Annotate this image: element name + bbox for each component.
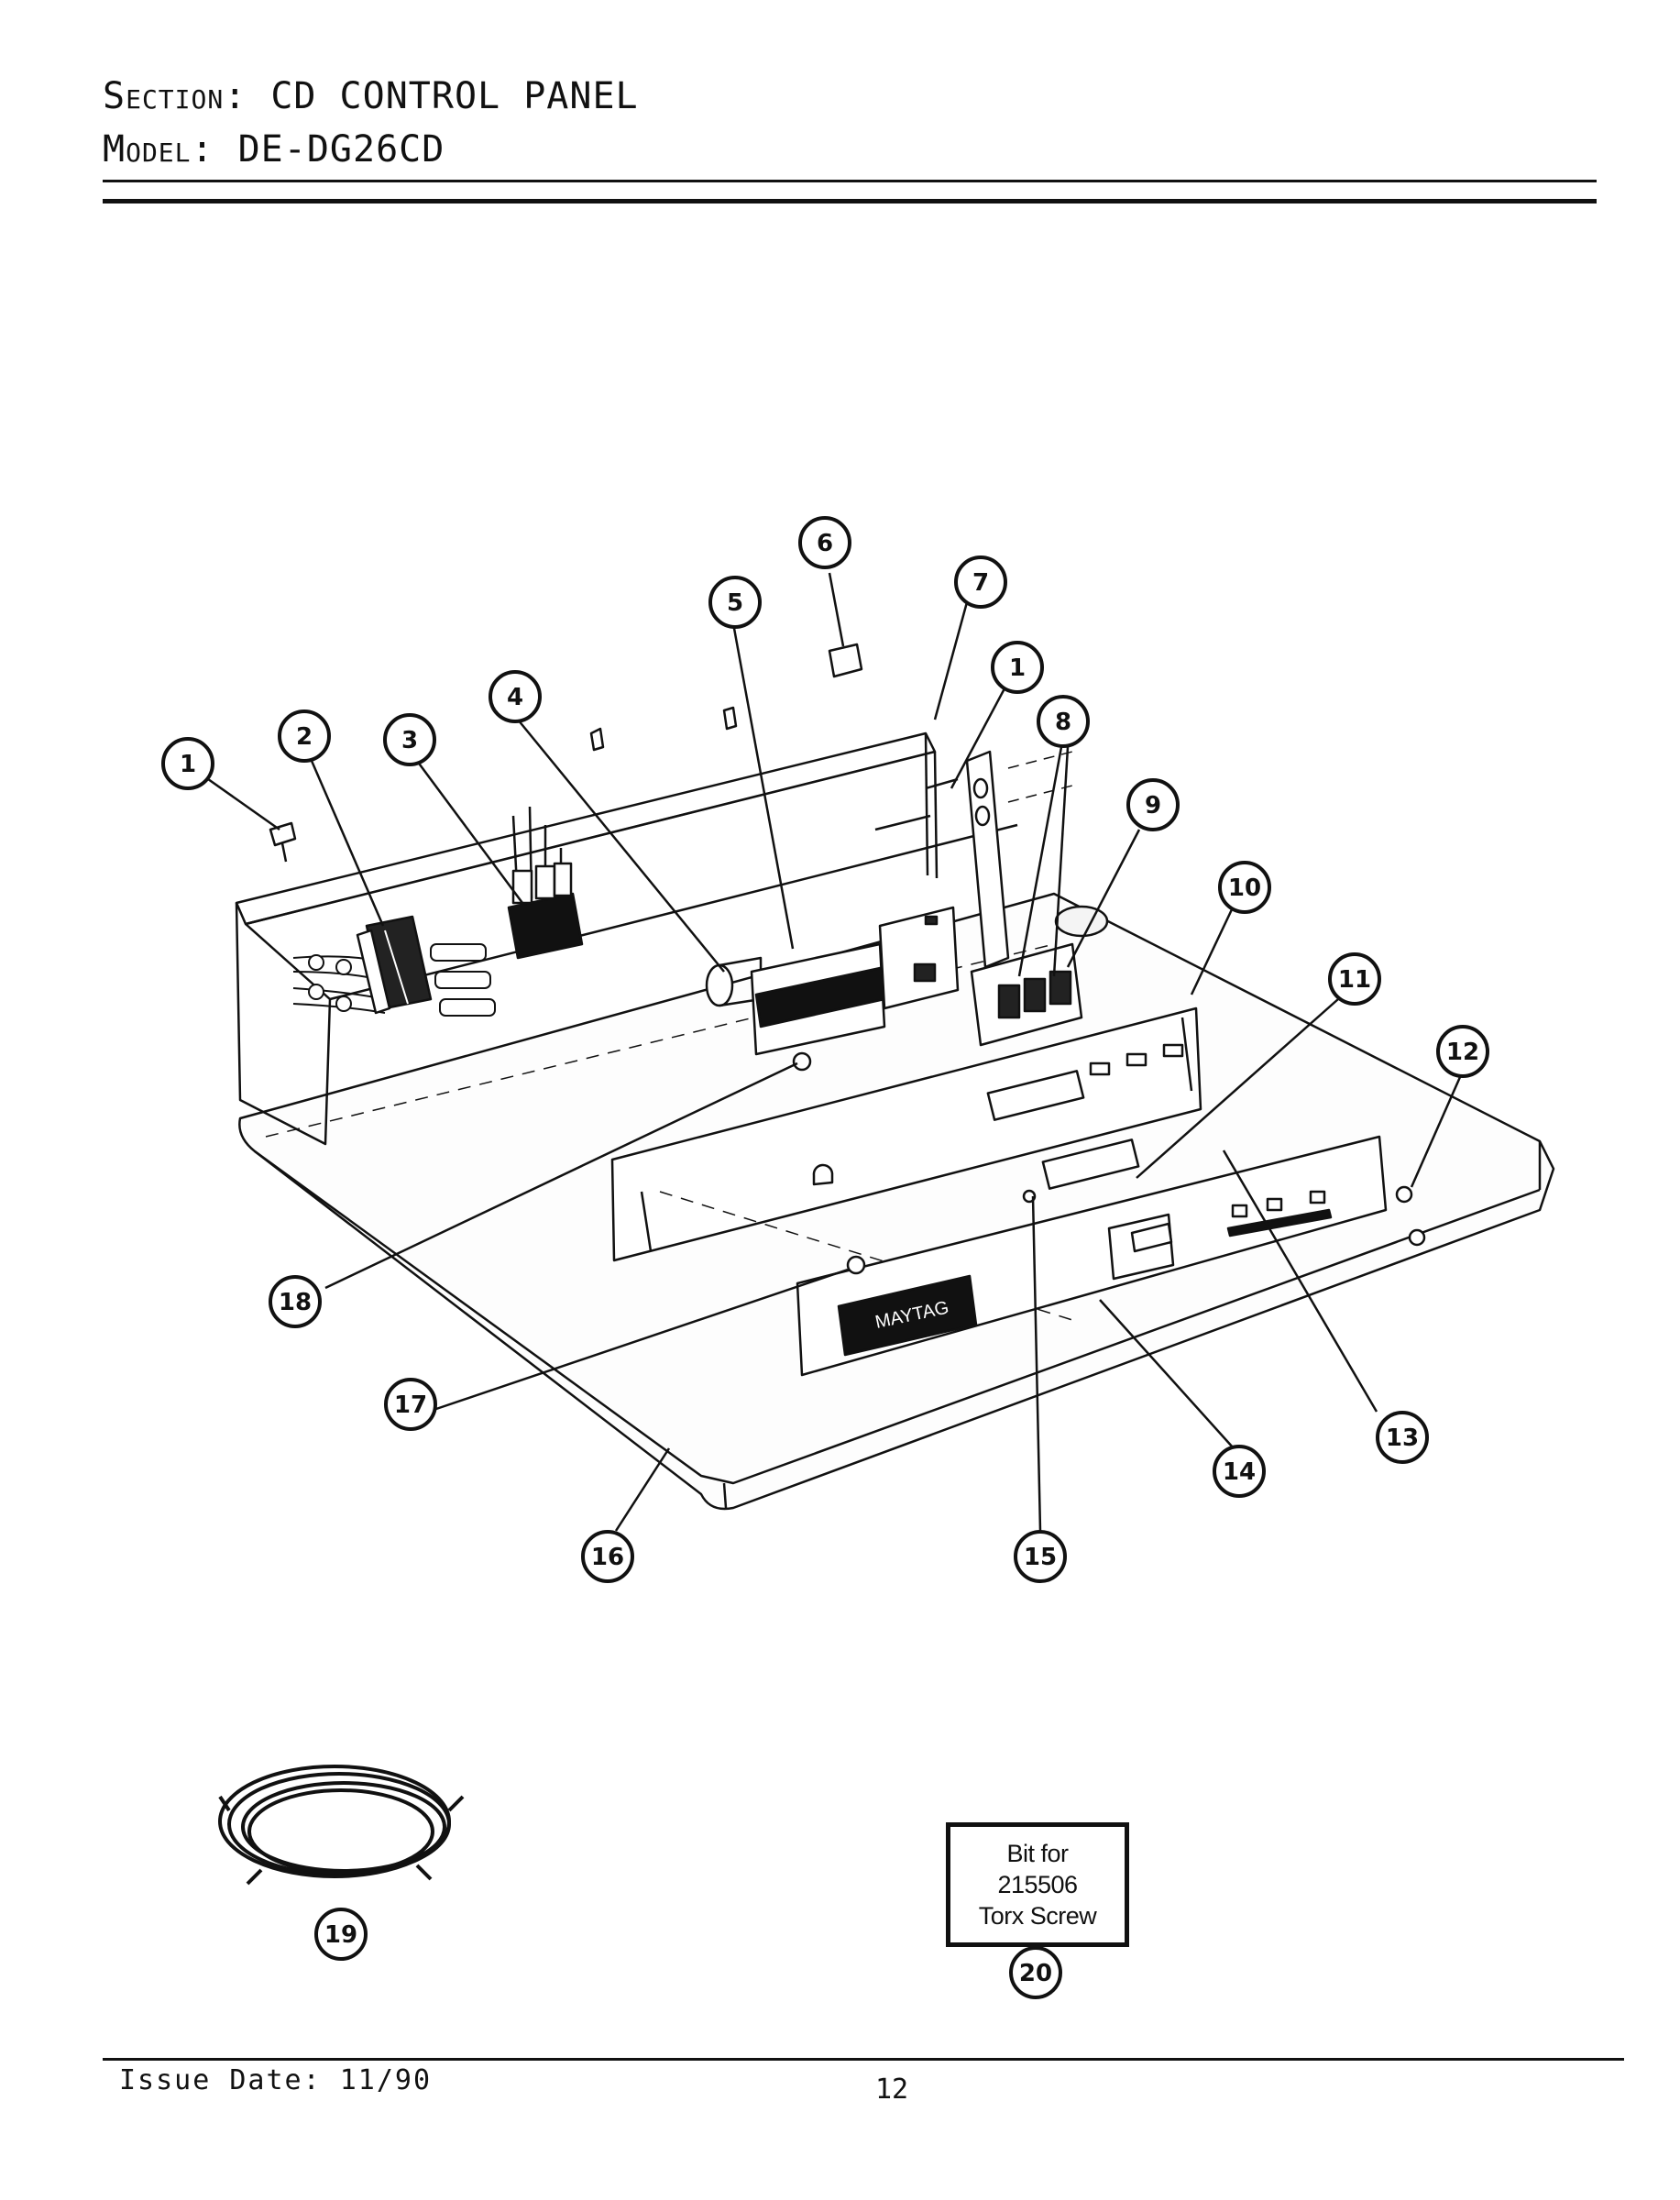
callout-4: 4 (489, 670, 542, 723)
svg-text:2: 2 (296, 723, 313, 751)
svg-text:14: 14 (1223, 1458, 1256, 1486)
issue-date: Issue Date: 11/90 (119, 2064, 433, 2096)
callout-1-right: 1 (991, 641, 1044, 694)
callout-17: 17 (384, 1378, 437, 1431)
bit-box-line-1: Bit for (1006, 1840, 1069, 1867)
callout-2: 2 (278, 710, 331, 763)
wire-harness-coil-part-19 (218, 1765, 465, 1886)
callout-6: 6 (798, 516, 851, 569)
callout-13: 13 (1376, 1411, 1429, 1464)
svg-text:5: 5 (727, 589, 743, 617)
svg-text:1: 1 (180, 751, 196, 778)
svg-text:18: 18 (279, 1289, 312, 1316)
svg-text:3: 3 (401, 727, 418, 754)
svg-text:15: 15 (1024, 1544, 1057, 1571)
svg-text:6: 6 (817, 530, 833, 557)
svg-text:13: 13 (1386, 1424, 1419, 1452)
svg-text:4: 4 (507, 684, 523, 711)
callout-14: 14 (1213, 1445, 1266, 1498)
callout-10: 10 (1218, 861, 1271, 914)
callout-19: 19 (314, 1908, 368, 1961)
base-panel (238, 892, 1555, 1511)
back-housing (235, 732, 1055, 1146)
bit-box-line-2: 215506 (997, 1871, 1078, 1898)
section-label: Section: (103, 75, 247, 117)
callout-1-left: 1 (161, 737, 214, 790)
callout-12: 12 (1436, 1025, 1489, 1078)
footer-rule (103, 2058, 1624, 2061)
svg-text:7: 7 (972, 569, 989, 597)
callout-7: 7 (954, 556, 1007, 609)
svg-text:16: 16 (591, 1544, 624, 1571)
screws (269, 643, 959, 1072)
callout-15: 15 (1014, 1530, 1067, 1583)
page-number: 12 (875, 2074, 909, 2106)
svg-text:1: 1 (1009, 654, 1026, 682)
control-board-part-5 (705, 906, 960, 1056)
callout-5: 5 (708, 576, 762, 629)
callout-20: 20 (1009, 1946, 1062, 1999)
section-header: Section: CD CONTROL PANEL (103, 75, 639, 117)
header-rule-bottom (103, 199, 1597, 204)
svg-text:8: 8 (1055, 709, 1071, 736)
switch-block-part-3 (507, 806, 584, 960)
svg-text:20: 20 (1019, 1960, 1052, 1987)
callout-9: 9 (1126, 778, 1180, 831)
model-label: Model: (103, 128, 214, 170)
model-value: DE-DG26CD (237, 128, 445, 170)
relay-part-2 (356, 915, 433, 1015)
callout-8: 8 (1037, 695, 1090, 748)
callout-3: 3 (383, 713, 436, 766)
svg-text:9: 9 (1145, 792, 1161, 820)
svg-text:12: 12 (1446, 1039, 1479, 1066)
svg-text:10: 10 (1228, 874, 1261, 902)
leader-lines (201, 572, 1462, 1532)
header-rule-top (103, 180, 1597, 182)
bit-box-line-3: Torx Screw (978, 1902, 1097, 1930)
torx-bit-label-box: Bit for 215506 Torx Screw (946, 1822, 1129, 1947)
model-header: Model: DE-DG26CD (103, 128, 445, 170)
terminal-strip (430, 943, 496, 1017)
svg-text:17: 17 (394, 1392, 427, 1419)
console-trim-part-14 (796, 1135, 1426, 1377)
section-value: CD CONTROL PANEL (270, 75, 639, 117)
svg-text:19: 19 (324, 1921, 357, 1949)
front-bracket-part-10 (610, 1006, 1202, 1321)
callout-11: 11 (1328, 952, 1381, 1006)
callout-16: 16 (581, 1530, 634, 1583)
callout-18: 18 (269, 1275, 322, 1328)
svg-text:11: 11 (1338, 966, 1371, 994)
